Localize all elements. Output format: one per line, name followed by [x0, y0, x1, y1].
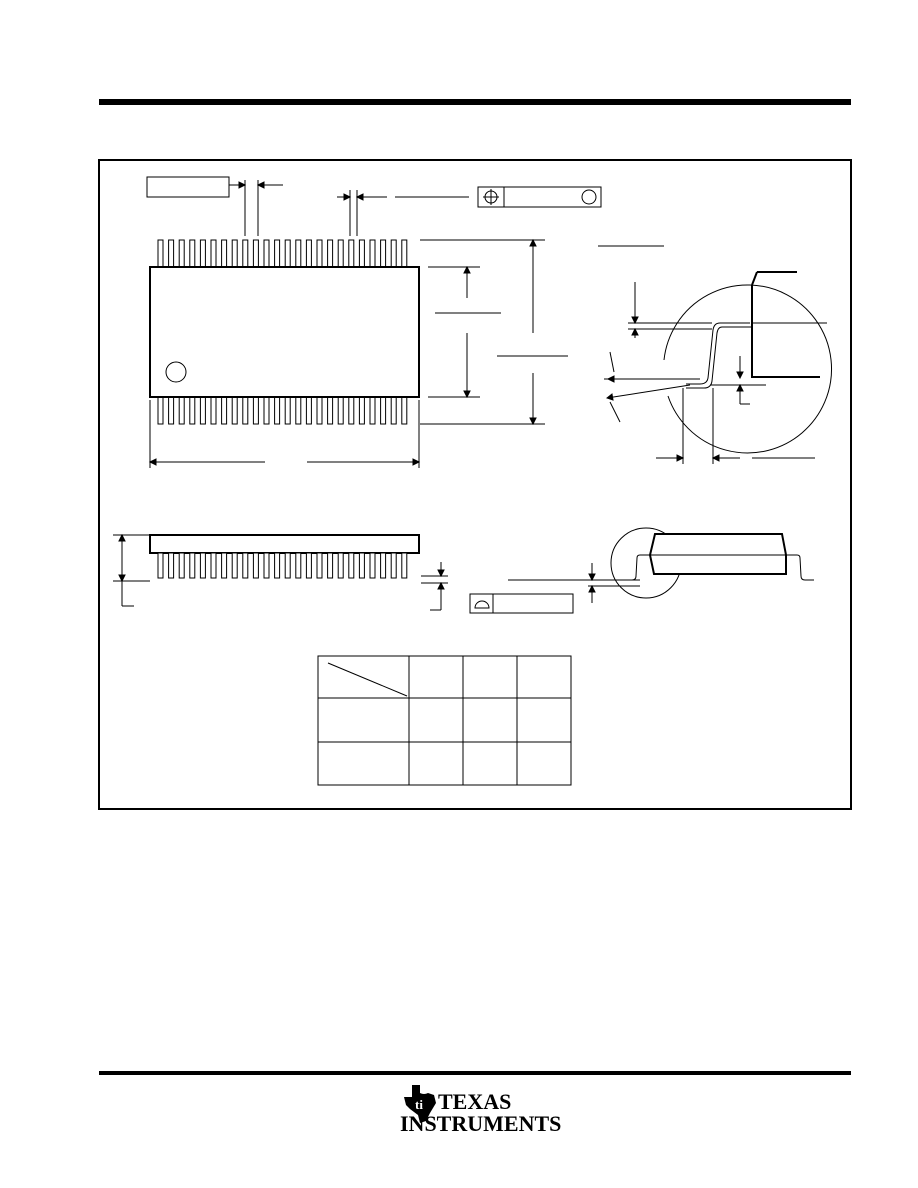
side-lead: [358, 552, 365, 579]
bottom-lead: [380, 396, 387, 425]
top-lead: [178, 239, 185, 268]
side-lead: [210, 552, 217, 579]
top-lead: [168, 239, 175, 268]
side-lead: [305, 552, 312, 579]
pitch-callout-box: [146, 176, 230, 198]
top-lead: [263, 239, 270, 268]
bottom-lead: [221, 396, 228, 425]
bottom-lead: [369, 396, 376, 425]
side-lead: [157, 552, 164, 579]
bottom-lead: [305, 396, 312, 425]
package-body: [149, 266, 420, 398]
dimension-table: [317, 655, 572, 786]
side-view-body: [149, 534, 420, 554]
top-lead: [252, 239, 259, 268]
top-lead: [348, 239, 355, 268]
bottom-lead: [274, 396, 281, 425]
bottom-lead: [157, 396, 164, 425]
top-lead: [358, 239, 365, 268]
ti-logo: ti TEXAS INSTRUMENTS: [398, 1083, 562, 1143]
detail-view-gage-plane: [598, 245, 832, 464]
side-view: [113, 533, 448, 611]
side-lead: [401, 552, 408, 579]
top-lead: [274, 239, 281, 268]
side-lead: [231, 552, 238, 579]
logo-line-2: INSTRUMENTS: [400, 1111, 562, 1136]
texas-state-icon: ti: [404, 1085, 436, 1123]
bottom-lead: [168, 396, 175, 425]
side-lead: [178, 552, 185, 579]
top-lead: [231, 239, 238, 268]
side-lead: [390, 552, 397, 579]
bottom-lead: [337, 396, 344, 425]
top-lead: [295, 239, 302, 268]
top-pin-row: [157, 239, 408, 268]
side-lead: [316, 552, 323, 579]
top-lead: [390, 239, 397, 268]
side-lead: [274, 552, 281, 579]
side-lead: [337, 552, 344, 579]
position-tolerance-frame: [477, 186, 602, 208]
detail-circle: [663, 284, 832, 454]
top-lead: [305, 239, 312, 268]
side-lead: [348, 552, 355, 579]
side-lead: [284, 552, 291, 579]
drawing-frame: [98, 159, 852, 810]
bottom-lead: [189, 396, 196, 425]
bottom-lead: [327, 396, 334, 425]
side-lead: [295, 552, 302, 579]
top-lead: [242, 239, 249, 268]
bottom-lead: [390, 396, 397, 425]
mmc-symbol-icon: [581, 189, 597, 205]
side-lead: [369, 552, 376, 579]
bottom-pin-row: [157, 396, 408, 425]
side-lead: [327, 552, 334, 579]
top-lead: [284, 239, 291, 268]
top-view: [146, 176, 602, 468]
side-lead: [221, 552, 228, 579]
side-lead: [380, 552, 387, 579]
bottom-lead: [178, 396, 185, 425]
pin1-indicator: [165, 361, 187, 383]
top-lead: [157, 239, 164, 268]
side-lead: [242, 552, 249, 579]
bottom-lead: [210, 396, 217, 425]
footer-rule: [99, 1071, 851, 1075]
bottom-lead: [316, 396, 323, 425]
top-lead: [401, 239, 408, 268]
top-lead: [189, 239, 196, 268]
bottom-lead: [348, 396, 355, 425]
top-lead: [369, 239, 376, 268]
bottom-lead: [358, 396, 365, 425]
top-lead: [199, 239, 206, 268]
top-lead: [327, 239, 334, 268]
side-lead: [199, 552, 206, 579]
top-lead: [380, 239, 387, 268]
bottom-lead: [231, 396, 238, 425]
coplanarity-symbol-icon: [474, 600, 490, 609]
top-lead: [337, 239, 344, 268]
logo-line-1: TEXAS: [438, 1089, 512, 1114]
svg-text:ti: ti: [415, 1097, 423, 1112]
side-lead: [189, 552, 196, 579]
side-lead: [252, 552, 259, 579]
side-lead: [168, 552, 175, 579]
bottom-lead: [284, 396, 291, 425]
bottom-lead: [401, 396, 408, 425]
top-lead: [210, 239, 217, 268]
side-view-leads: [157, 552, 408, 579]
bottom-lead: [263, 396, 270, 425]
top-lead: [221, 239, 228, 268]
bottom-lead: [295, 396, 302, 425]
flatness-frame: [469, 593, 574, 614]
header-rule: [99, 99, 851, 105]
bottom-lead: [252, 396, 259, 425]
top-lead: [316, 239, 323, 268]
bottom-lead: [199, 396, 206, 425]
side-lead: [263, 552, 270, 579]
bottom-lead: [242, 396, 249, 425]
detail-view-seating-plane: [469, 527, 814, 614]
